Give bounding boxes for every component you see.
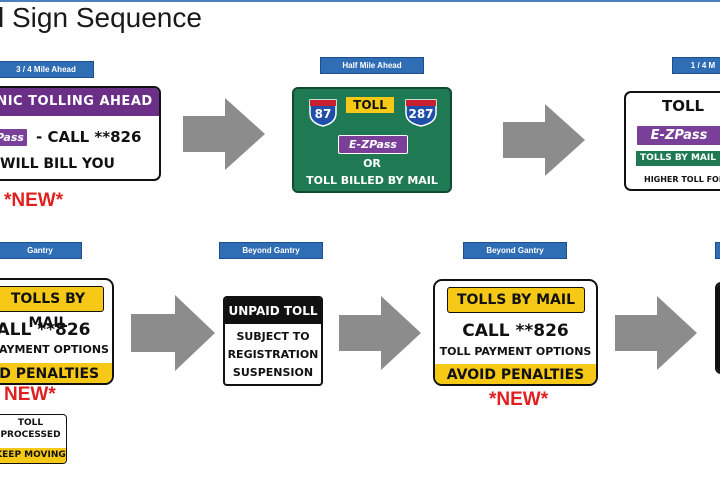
sign-unpaid-toll: UNPAID TOLL SUBJECT TO REGISTRATION SUSP… xyxy=(223,296,323,386)
top-rule xyxy=(0,0,720,2)
shield-87-number: 87 xyxy=(314,107,332,121)
label-quarter-mile: 1 / 4 M xyxy=(672,57,720,74)
arrow-right-icon xyxy=(131,295,215,371)
sign4-payment: PAYMENT OPTIONS xyxy=(0,343,109,356)
page-title: l Sign Sequence xyxy=(0,2,202,33)
label-gantry: Gantry xyxy=(0,242,82,259)
sign5-subject: SUBJECT TO xyxy=(236,330,310,343)
sign-partial-right-edge xyxy=(715,282,720,374)
sign4b-toll: TOLL xyxy=(17,418,44,428)
label-beyond-gantry-2: Beyond Gantry xyxy=(463,242,567,259)
sign-tolls-by-mail-beyond: TOLLS BY MAIL CALL **826 TOLL PAYMENT OP… xyxy=(433,279,598,386)
arrow-right-icon xyxy=(503,104,585,176)
sign5-suspension: SUSPENSION xyxy=(232,366,314,379)
sign2-billed: TOLL BILLED BY MAIL xyxy=(306,174,438,187)
sign1-banner: NIC TOLLING AHEAD xyxy=(0,94,153,109)
sign3-tolls-by-mail: TOLLS BY MAIL xyxy=(636,151,720,166)
sign6-tolls-by-mail: TOLLS BY MAIL xyxy=(447,287,585,313)
arrow-right-icon xyxy=(183,98,265,170)
sign3-higher: HIGHER TOLL FOR xyxy=(644,175,720,184)
sign5-unpaid: UNPAID TOLL xyxy=(225,298,321,324)
sign-tolls-by-mail-gantry: TOLLS BY MAIL CALL **826 PAYMENT OPTIONS… xyxy=(0,278,114,385)
sign4-avoid: ID PENALTIES xyxy=(0,363,112,383)
new-badge: NEW* xyxy=(4,384,56,405)
sign6-avoid: AVOID PENALTIES xyxy=(435,364,596,384)
label-three-quarter-mile: 3 / 4 Mile Ahead xyxy=(0,61,94,78)
sign2-or: OR xyxy=(363,157,381,170)
arrow-right-icon xyxy=(339,296,421,370)
sign6-payment: TOLL PAYMENT OPTIONS xyxy=(439,345,592,358)
sign5-registration: REGISTRATION xyxy=(227,348,319,361)
new-badge: *NEW* xyxy=(489,389,549,410)
sign4b-processed: PROCESSED xyxy=(0,430,61,440)
sign-toll-processed: TOLL PROCESSED KEEP MOVING xyxy=(0,414,67,464)
sign-toll-half-mile: 87 TOLL 287 E-ZPass OR TOLL BILLED BY MA… xyxy=(292,87,452,193)
epass-logo: Pass xyxy=(0,128,28,147)
sign1-bill: WILL BILL YOU xyxy=(0,156,115,172)
sign-toll-quarter-mile: TOLL E-ZPass TOLLS BY MAIL HIGHER TOLL F… xyxy=(624,91,720,191)
epass-logo: E-ZPass xyxy=(338,135,408,154)
sign1-call: - CALL **826 xyxy=(36,128,142,146)
sign-electronic-tolling-ahead: NIC TOLLING AHEAD Pass - CALL **826 WILL… xyxy=(0,86,161,181)
epass-logo: E-ZPass xyxy=(636,125,720,146)
label-right-edge xyxy=(715,242,720,259)
label-half-mile: Half Mile Ahead xyxy=(320,57,424,74)
sign4b-keep-moving: KEEP MOVING xyxy=(0,448,66,463)
interstate-shield-287-icon xyxy=(405,99,437,127)
arrow-right-icon xyxy=(615,296,697,370)
sign4-tolls-by-mail: TOLLS BY MAIL xyxy=(0,286,104,331)
sign6-call: CALL **826 xyxy=(462,321,569,341)
new-badge: *NEW* xyxy=(4,190,64,211)
shield-287-number: 287 xyxy=(408,107,434,121)
interstate-shield-87-icon xyxy=(309,99,337,127)
sign2-toll: TOLL xyxy=(346,97,394,113)
label-beyond-gantry-1: Beyond Gantry xyxy=(219,242,323,259)
sign3-toll: TOLL xyxy=(662,97,705,115)
sign4-call: CALL **826 xyxy=(0,320,91,340)
